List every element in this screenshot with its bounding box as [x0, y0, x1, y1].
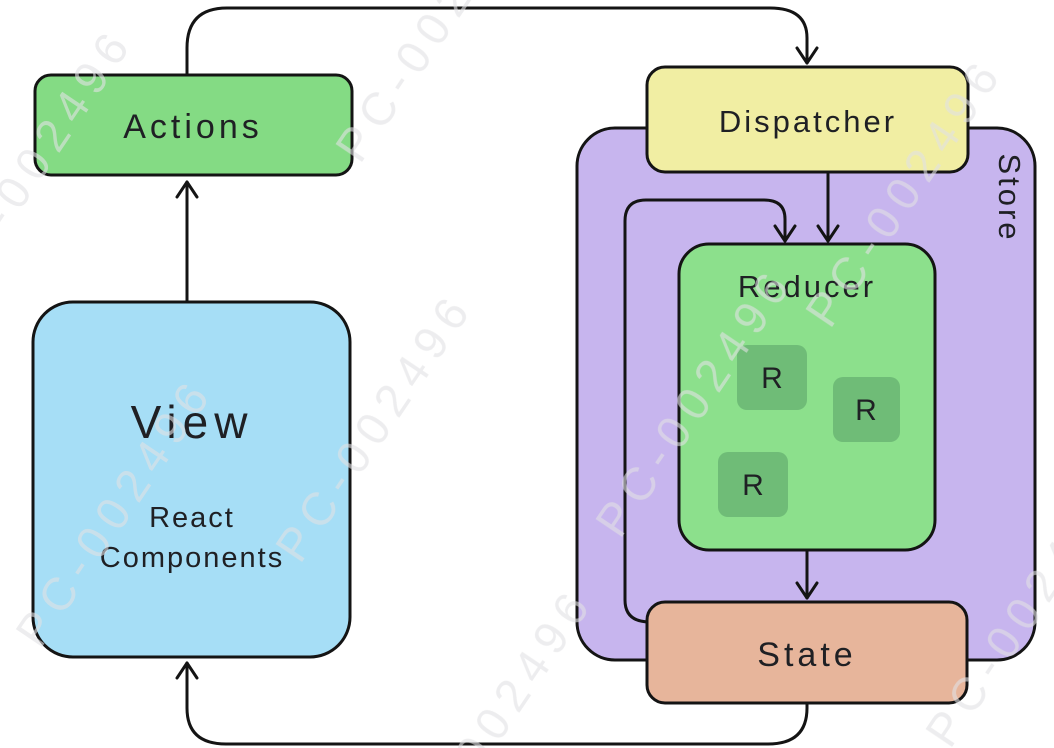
edge-state-to-reducer-loop: [623, 198, 797, 624]
reducer-unit: R: [833, 377, 900, 442]
node-actions: Actions: [33, 73, 354, 177]
edge-actions-to-dispatcher: [185, 6, 819, 79]
state-label: State: [757, 636, 856, 674]
state-box: [645, 600, 969, 705]
reducer-unit: R: [737, 345, 807, 410]
reducer-unit-label: R: [742, 469, 764, 502]
node-reducer: Reducer R R R: [677, 242, 937, 552]
reducer-unit-label: R: [761, 362, 783, 395]
view-sublabel-line2: Components: [100, 542, 284, 574]
actions-label: Actions: [123, 108, 263, 146]
edge-state-to-view: [175, 661, 809, 746]
view-label: View: [131, 396, 254, 448]
reducer-label: Reducer: [738, 269, 876, 304]
node-dispatcher: Dispatcher: [645, 65, 970, 174]
dispatcher-label: Dispatcher: [719, 104, 897, 139]
reducer-unit-box: [718, 452, 788, 517]
node-view: View React Components: [31, 300, 352, 659]
reducer-unit-box: [737, 345, 807, 410]
node-state: State: [645, 600, 969, 705]
view-sublabel-line1: React: [149, 502, 235, 534]
store-label: Store: [992, 153, 1027, 242]
reducer-unit: R: [718, 452, 788, 517]
dispatcher-box: [645, 65, 970, 174]
edges: [175, 6, 840, 746]
reducer-unit-box: [833, 377, 900, 442]
actions-box: [33, 73, 354, 177]
reducer-unit-label: R: [855, 394, 877, 427]
view-box: [31, 300, 352, 659]
